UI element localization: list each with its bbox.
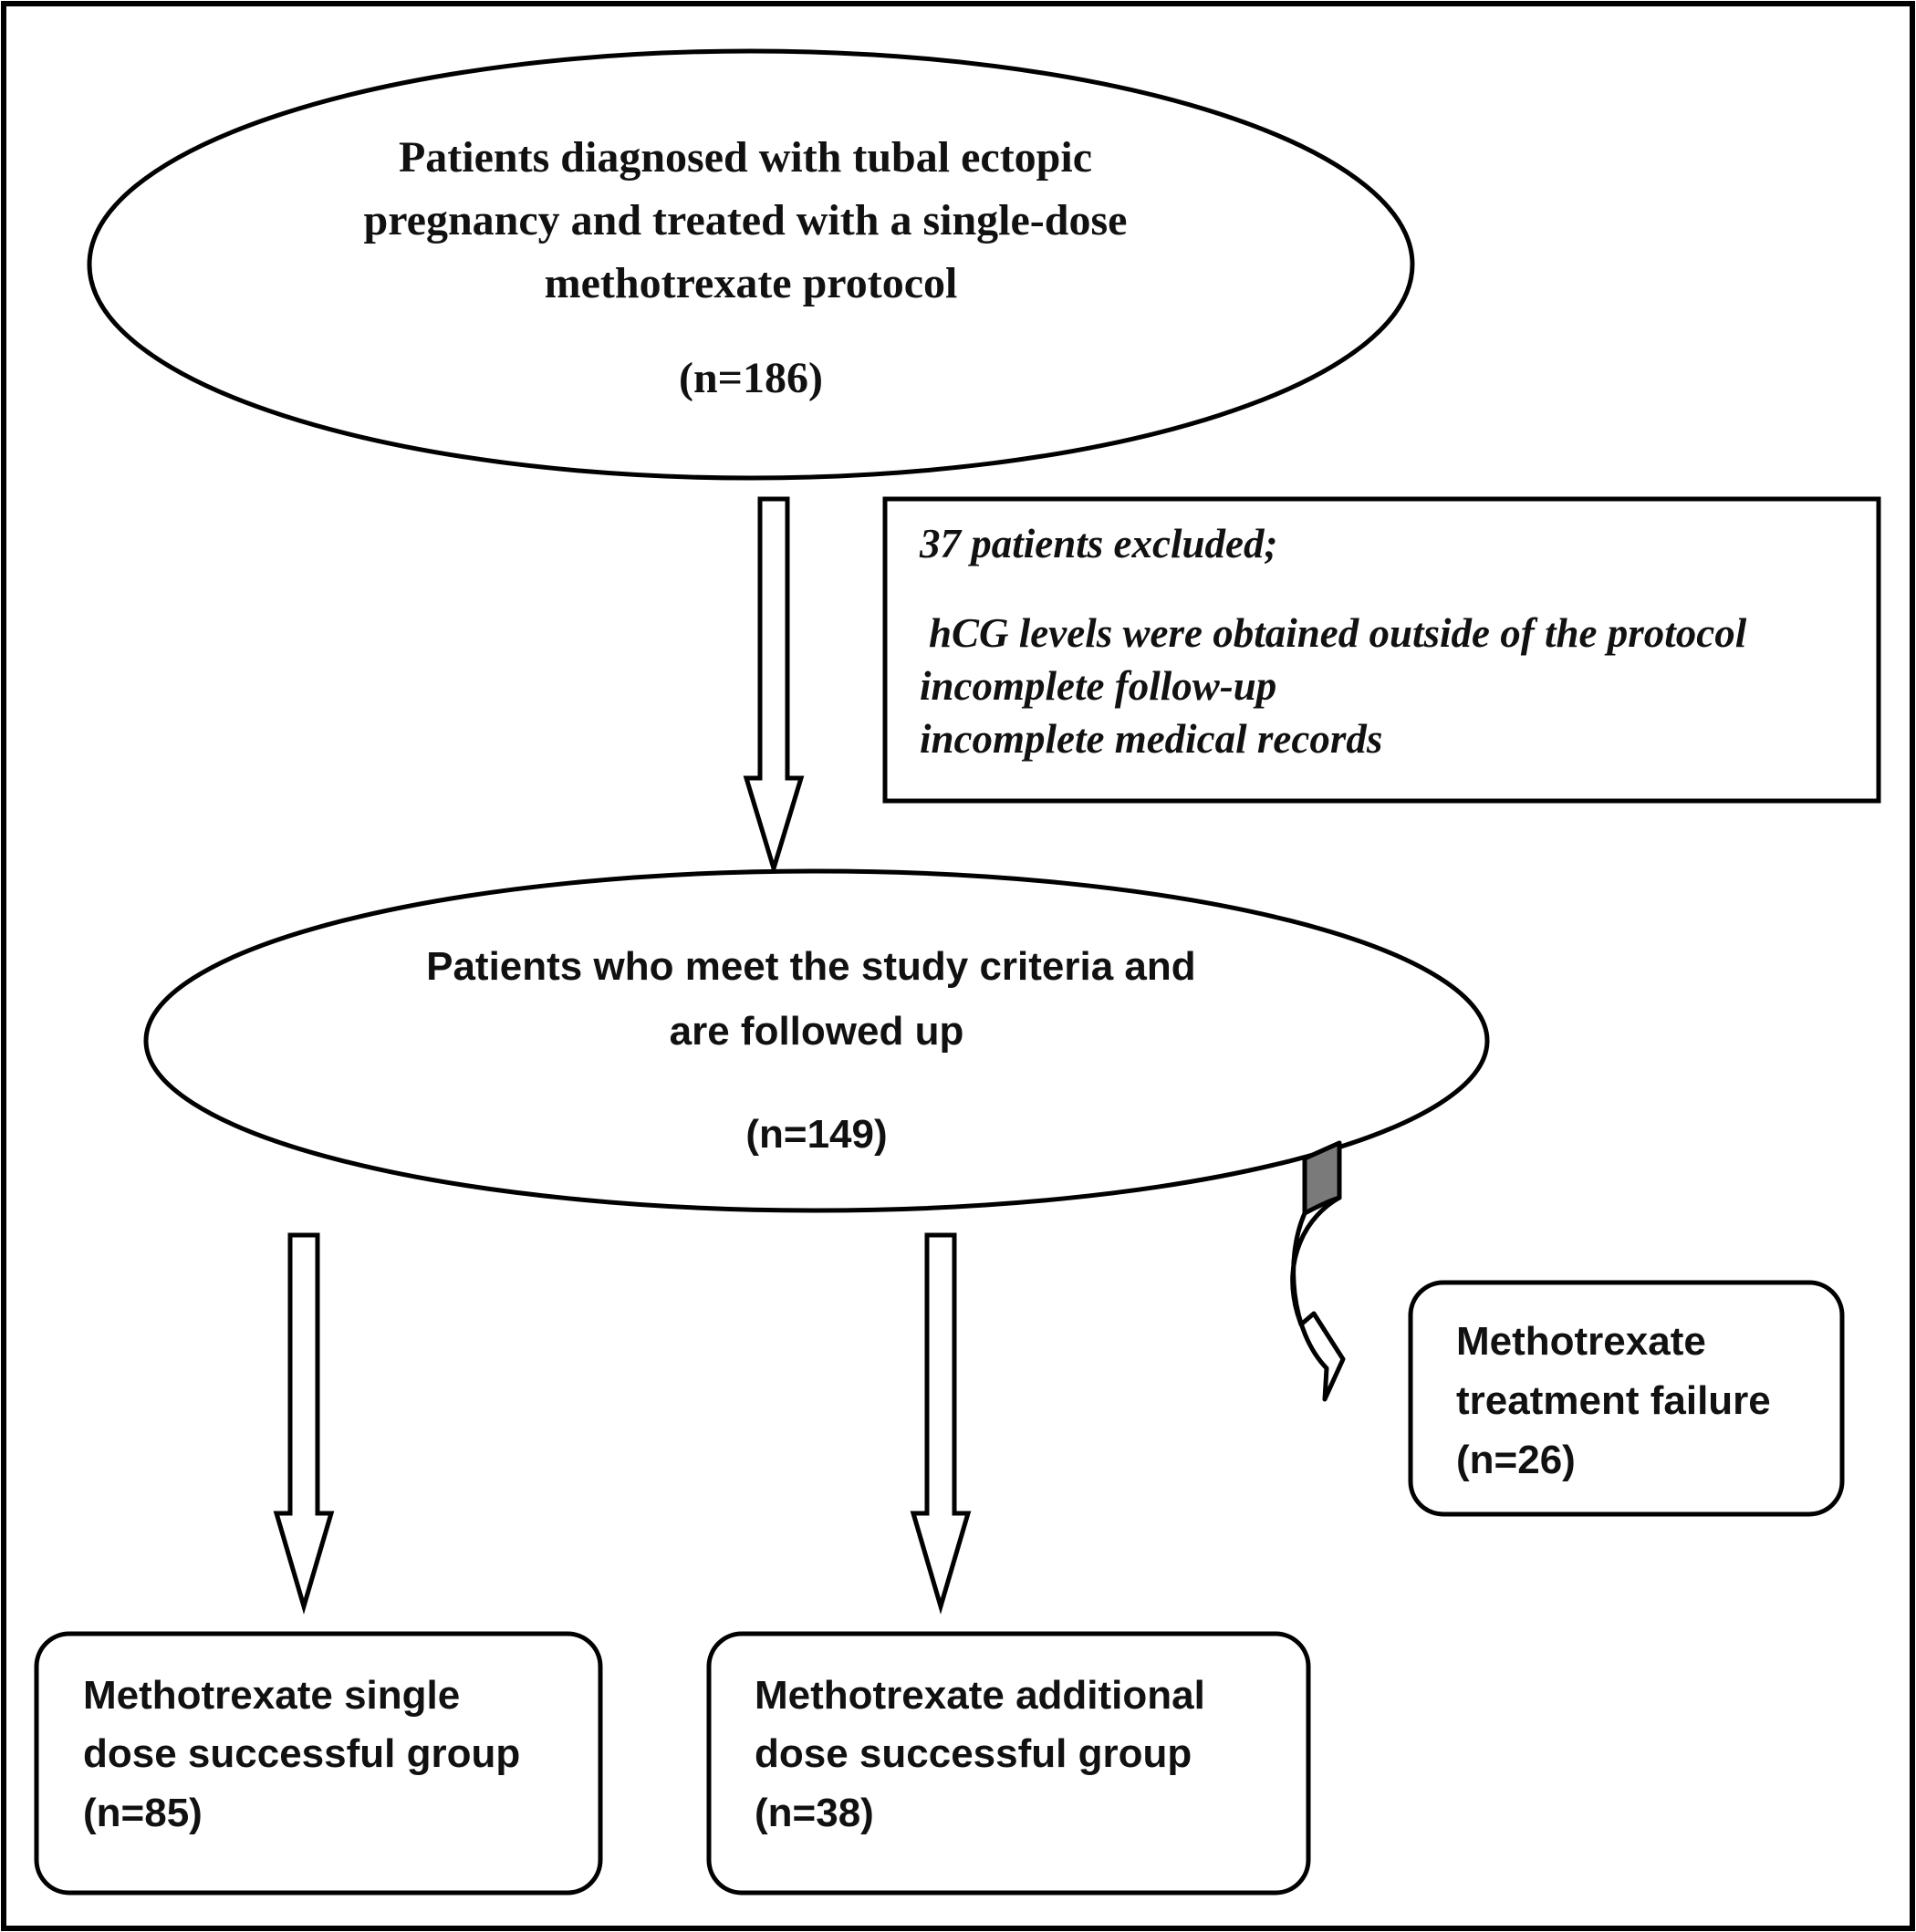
followed-ellipse [143,868,1490,1213]
curved-arrow-shade [1302,1140,1342,1216]
single-dose-box [34,1631,603,1896]
additional-dose-line-2: dose successful group [755,1731,1192,1776]
failure-line-1: Methotrexate [1456,1319,1706,1364]
svg-text:Methotrexate single dose: Methotrexate single dose successful grou… [83,1673,531,1835]
node-initial-patients: Patients diagnosed with tubal ectopic pr… [87,48,1415,481]
node-single-dose-success: Methotrexate single dose successful grou… [34,1631,603,1896]
initial-line-3: methotrexate protocol [545,259,958,307]
single-dose-line-1: Methotrexate single [83,1673,460,1718]
node-treatment-failure: Methotrexate treatment failure (n=26) [1408,1280,1845,1517]
excluded-reason-3: incomplete medical records [920,716,1382,762]
initial-count: (n=186) [679,354,823,402]
arrow-initial-to-followed [743,496,805,877]
svg-text:Patients diagnosed with tubal: Patients diagnosed with tubal ectopic pr… [364,133,1139,307]
failure-line-2: treatment failure [1456,1378,1771,1423]
svg-text:Methotrexate treatment f: Methotrexate treatment failure (n=26) [1456,1319,1782,1482]
failure-count: (n=26) [1456,1438,1576,1482]
followed-line-2: are followed up [670,1009,964,1054]
svg-text:Patients who meet the study cr: Patients who meet the study criteria and… [426,944,1207,1054]
initial-line-2: pregnancy and treated with a single-dose [364,196,1128,244]
additional-dose-box [706,1631,1311,1896]
initial-ellipse [87,48,1415,481]
node-additional-dose-success: Methotrexate additional dose successful … [706,1631,1311,1896]
arrow-followed-to-single-dose [273,1232,335,1615]
initial-line-1: Patients diagnosed with tubal ectopic [399,133,1092,182]
followed-line-1: Patients who meet the study criteria and [426,944,1196,989]
single-dose-line-2: dose successful group [83,1731,520,1776]
excluded-box [882,496,1881,804]
excluded-reason-1: hCG levels were obtained outside of the … [929,610,1747,656]
arrow-followed-to-failure [1290,1140,1346,1402]
node-excluded: 37 patients excluded; hCG levels were ob… [882,496,1881,804]
svg-text:Methotrexate additional: Methotrexate additional dose successful … [755,1673,1216,1835]
followed-count: (n=149) [745,1112,887,1157]
excluded-reason-2: incomplete follow-up [920,663,1276,709]
additional-dose-count: (n=38) [755,1791,874,1835]
failure-box [1408,1280,1845,1517]
excluded-heading: 37 patients excluded; [919,521,1277,566]
single-dose-count: (n=85) [83,1791,203,1835]
node-followed-patients: Patients who meet the study criteria and… [143,868,1490,1213]
arrow-followed-to-additional-dose [910,1232,972,1615]
additional-dose-line-1: Methotrexate additional [755,1673,1205,1718]
svg-text:hCG levels were obtained outsi: hCG levels were obtained outside of the … [920,610,1756,762]
